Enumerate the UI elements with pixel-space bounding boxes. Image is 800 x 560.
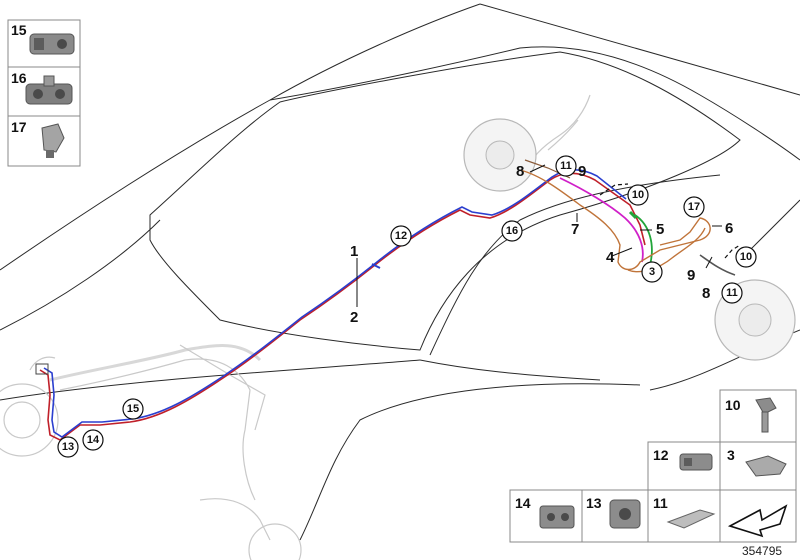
thumb-label-15: 15 <box>11 22 27 38</box>
label-6: 6 <box>725 220 733 237</box>
circle-label-12: 12 <box>390 225 412 247</box>
svg-text:11: 11 <box>560 160 572 172</box>
svg-text:13: 13 <box>62 441 74 453</box>
svg-text:10: 10 <box>632 189 644 201</box>
svg-text:3: 3 <box>649 266 655 278</box>
thumb-label-3: 3 <box>727 447 735 463</box>
clip-11-part <box>666 509 716 529</box>
circle-label-10-lower: 10 <box>735 246 757 268</box>
brake-line-green <box>634 214 653 266</box>
svg-text:12: 12 <box>395 230 407 242</box>
circle-label-11-upper: 11 <box>555 155 577 177</box>
thumb-label-14: 14 <box>515 495 531 511</box>
brake-line-orange <box>519 169 711 271</box>
label-2: 2 <box>350 309 358 326</box>
label-9-lower: 9 <box>687 267 695 284</box>
circle-label-3: 3 <box>641 261 663 283</box>
circle-label-13: 13 <box>57 436 79 458</box>
callout-labels: 1 2 7 5 4 6 8 9 9 8 <box>350 163 733 326</box>
label-8-upper: 8 <box>516 163 524 180</box>
svg-text:10: 10 <box>740 251 752 263</box>
thumb-label-10: 10 <box>725 397 741 413</box>
clip-12-part <box>679 453 713 471</box>
leaders <box>356 164 722 307</box>
arrow-symbol-icon <box>727 504 788 538</box>
bolt-10-part <box>755 397 777 433</box>
label-9-upper: 9 <box>578 163 586 180</box>
circle-label-11-lower: 11 <box>721 282 743 304</box>
circle-label-14: 14 <box>82 429 104 451</box>
brake-line-blue <box>43 168 627 438</box>
chassis-ghost <box>0 94 796 560</box>
clip-14-part <box>539 505 575 529</box>
thumb-label-17: 17 <box>11 119 27 135</box>
circle-label-16: 16 <box>501 220 523 242</box>
svg-text:11: 11 <box>726 287 738 299</box>
brake-line-magenta <box>559 177 644 263</box>
circle-label-15: 15 <box>122 398 144 420</box>
svg-text:17: 17 <box>688 201 700 213</box>
label-1: 1 <box>350 243 358 260</box>
svg-text:14: 14 <box>87 434 100 446</box>
thumb-label-16: 16 <box>11 70 27 86</box>
label-8-lower: 8 <box>702 285 710 302</box>
circled-labels: 12 16 11 10 17 3 10 11 <box>57 155 757 458</box>
clip-13-part <box>609 499 641 529</box>
label-5: 5 <box>656 221 664 238</box>
svg-text:15: 15 <box>127 403 139 415</box>
thumb-label-11: 11 <box>653 495 668 511</box>
label-4: 4 <box>606 249 615 266</box>
car-body-outline <box>0 3 800 541</box>
svg-text:16: 16 <box>506 225 518 237</box>
circle-label-17: 17 <box>683 196 705 218</box>
bracket-3-part <box>745 455 787 477</box>
thumbnails-left: 15 16 17 <box>7 19 81 167</box>
thumbnails-right: 10 12 3 14 13 <box>509 389 797 543</box>
circle-label-10-upper: 10 <box>627 184 649 206</box>
thumb-label-12: 12 <box>653 447 669 463</box>
thumb-label-13: 13 <box>586 495 602 511</box>
clip-16-part <box>25 75 73 105</box>
label-7: 7 <box>571 221 579 238</box>
clip-17-part <box>41 123 65 158</box>
clip-15-part <box>29 33 75 55</box>
document-number: 354795 <box>742 544 782 558</box>
